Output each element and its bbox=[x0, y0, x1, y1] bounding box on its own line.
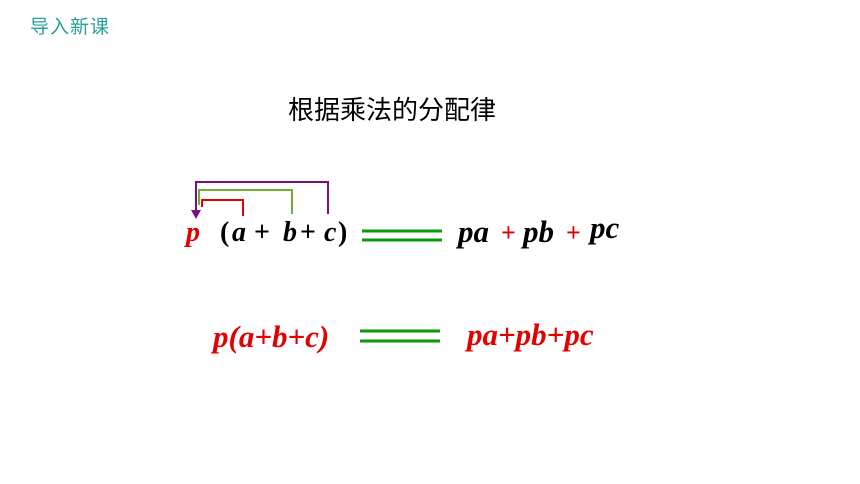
bracket-p-a bbox=[201, 199, 244, 216]
product-pb: pb bbox=[523, 214, 554, 249]
bracket-p-c bbox=[195, 181, 329, 214]
expression-right: pa+pb+pc bbox=[467, 317, 594, 352]
plus-sign: + bbox=[300, 217, 316, 248]
close-paren: ) bbox=[338, 217, 348, 248]
term-a: a bbox=[232, 217, 246, 248]
section-tag: 导入新课 bbox=[30, 16, 111, 38]
arrowhead bbox=[191, 210, 201, 219]
term-b: b bbox=[283, 217, 297, 248]
expression-left: p(a+b+c) bbox=[213, 319, 330, 354]
plus-sign-red: + bbox=[501, 218, 516, 247]
bracket-p-b bbox=[198, 189, 293, 214]
slide-heading: 根据乘法的分配律 bbox=[288, 96, 497, 126]
plus-sign: + bbox=[254, 217, 270, 248]
factor-p: p bbox=[186, 217, 200, 248]
term-c: c bbox=[324, 217, 337, 248]
plus-sign-red: + bbox=[566, 218, 581, 247]
open-paren: ( bbox=[220, 217, 230, 248]
product-pa: pa bbox=[458, 214, 489, 249]
product-pc: pc bbox=[590, 210, 620, 245]
